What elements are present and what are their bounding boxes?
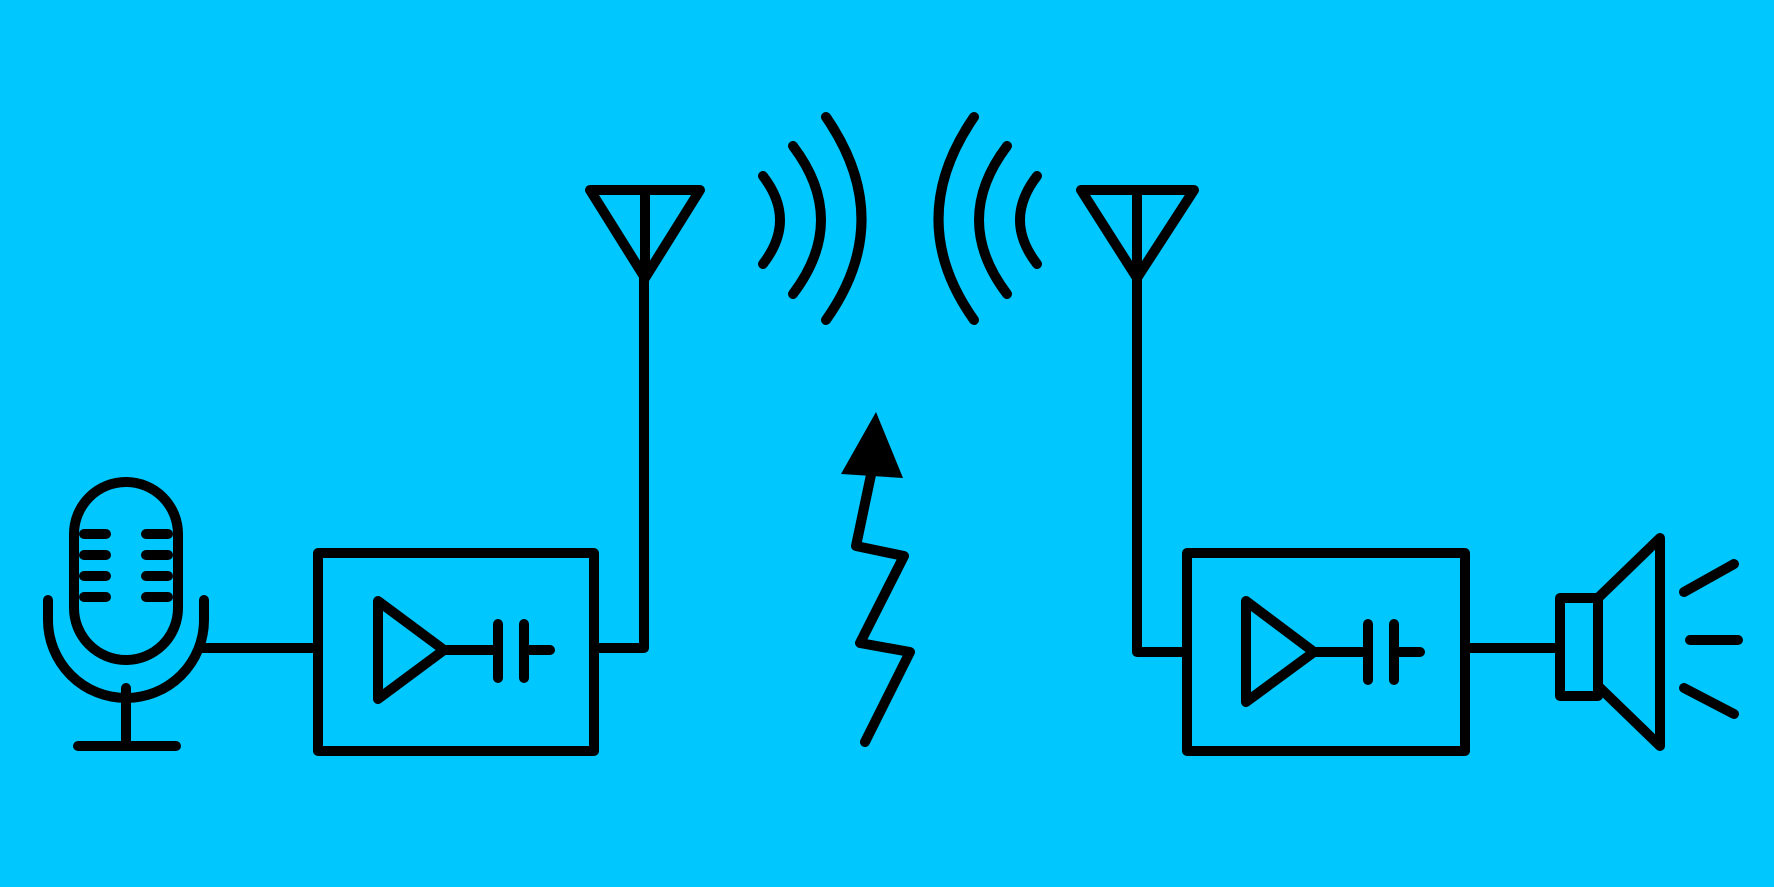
lightning-arrow-icon	[841, 412, 915, 747]
amplifier-triangle-icon	[373, 596, 449, 704]
capacitor-icon	[493, 619, 555, 683]
transmit-antenna-icon	[585, 185, 705, 283]
wire-antenna-to-receiver	[1132, 273, 1192, 657]
incoming-radio-waves-icon	[933, 112, 1042, 325]
capacitor-icon	[1363, 619, 1425, 685]
receive-antenna-icon	[1076, 185, 1199, 283]
outgoing-radio-waves-icon	[758, 112, 867, 325]
amplifier-triangle-icon	[1241, 596, 1319, 707]
wire-transmitter-to-antenna	[589, 273, 649, 653]
speaker-icon	[1555, 533, 1743, 751]
